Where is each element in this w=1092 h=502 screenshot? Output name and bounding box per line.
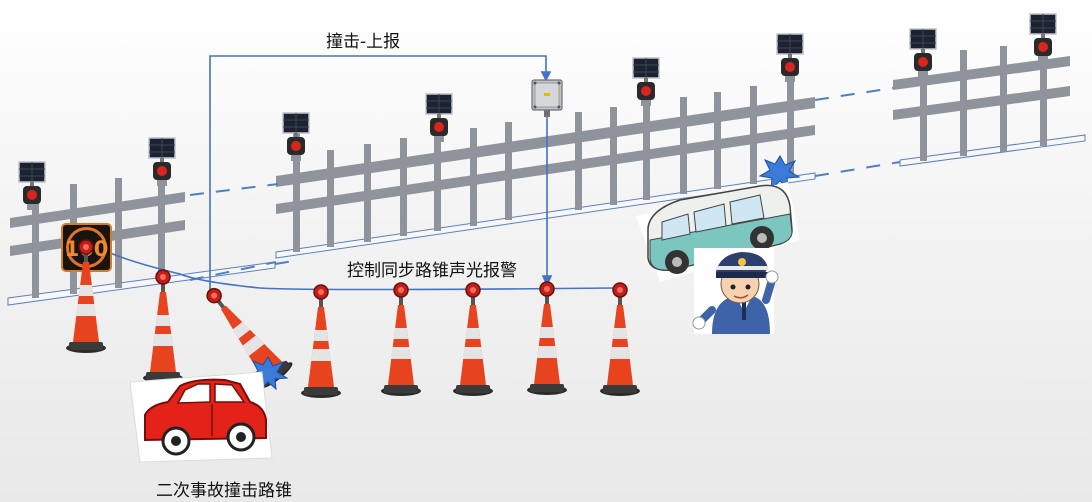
lane-dashes [189,87,901,281]
report-signal-line [209,55,552,296]
minibus-icon [636,182,800,282]
far-right-fence [893,40,1086,167]
secondary-accident-label: 二次事故撞击路锥 [156,481,292,501]
red-car-icon [129,371,273,463]
upper-fence [275,60,816,259]
collision-report-label: 撞击-上报 [326,32,401,52]
lower-fence [7,166,276,306]
traffic-police-icon [692,248,779,334]
sync-signal-line [102,117,617,291]
control-box-icon [531,79,563,117]
sync-alarm-label: 控制同步路锥声光报警 [347,261,517,281]
